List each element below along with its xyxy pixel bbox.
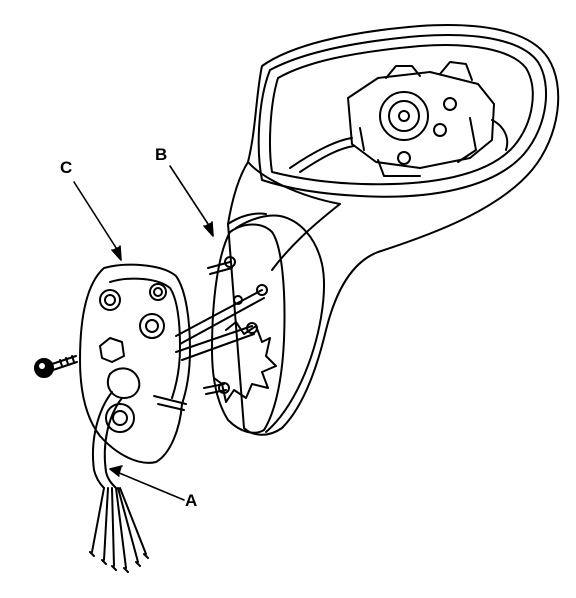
actuator-body [348,72,494,168]
actuator-motor-wires [290,138,354,172]
housing-outer-shell [228,25,558,435]
actuator-cable-right [492,120,507,150]
stud-2 [257,285,267,295]
actuator-side-tab [440,62,472,80]
leader-arrow-c [74,182,120,254]
cover-hole-1-inner [105,295,115,305]
cover-hole-3-inner [146,320,158,332]
actuator-screw-boss-1 [444,98,456,110]
cover-hole-1 [100,290,120,310]
cover-hole-4 [106,404,134,432]
cover-hole-3 [140,314,164,338]
harness-wires [92,488,146,568]
cover-hole-2-inner [154,288,162,296]
cover-plate-edge-detail [154,396,186,410]
stud-1-shaft [208,262,232,274]
callout-b-label: B [155,145,168,164]
cover-cable-boot [108,368,139,398]
cover-plate-outline [80,265,190,463]
callout-a-label: A [185,491,198,510]
housing-opening-rim [259,35,546,197]
harness-wire-tips [90,552,148,572]
housing-edge-inner [228,213,266,224]
actuator-screw-boss-3 [398,152,410,164]
housing-inner-rim [270,45,533,184]
stud-5-shaft [204,384,226,394]
actuator-bracket [360,118,476,176]
cover-clip-tab [100,338,124,362]
leader-arrowhead-a [110,466,122,476]
leader-arrowhead-b [204,222,213,236]
rod-lower [176,326,254,360]
housing-neck [248,162,340,270]
cover-hole-4-inner [113,411,127,425]
leader-lines [74,166,213,500]
cover-plate [80,265,190,463]
mirror-housing [228,25,558,435]
screw-head-highlight [39,363,45,369]
stud-1 [225,257,235,267]
mounting-screw [35,356,77,377]
cover-hole-2 [150,284,166,300]
mount-face-gasket [214,322,276,402]
actuator-screw-boss-2 [434,124,446,136]
actuator-top-tab [386,66,420,78]
callout-c-label: C [60,158,73,177]
mount-studs [204,257,267,394]
harness-sheath [93,392,122,488]
leader-arrowhead-c [112,246,121,260]
cover-plate-inner [110,279,180,398]
mirror-actuator [290,62,507,176]
mount-face-outline [212,225,285,433]
wiring-harness [90,392,148,572]
housing-edge-lower [236,216,324,433]
leader-arrow-b [170,166,212,230]
actuator-pivot-inner [399,111,409,121]
screw-shaft [52,356,77,370]
actuator-pivot-mid [389,101,419,131]
leader-arrow-a [112,470,184,500]
actuator-pivot-outer [380,92,428,140]
